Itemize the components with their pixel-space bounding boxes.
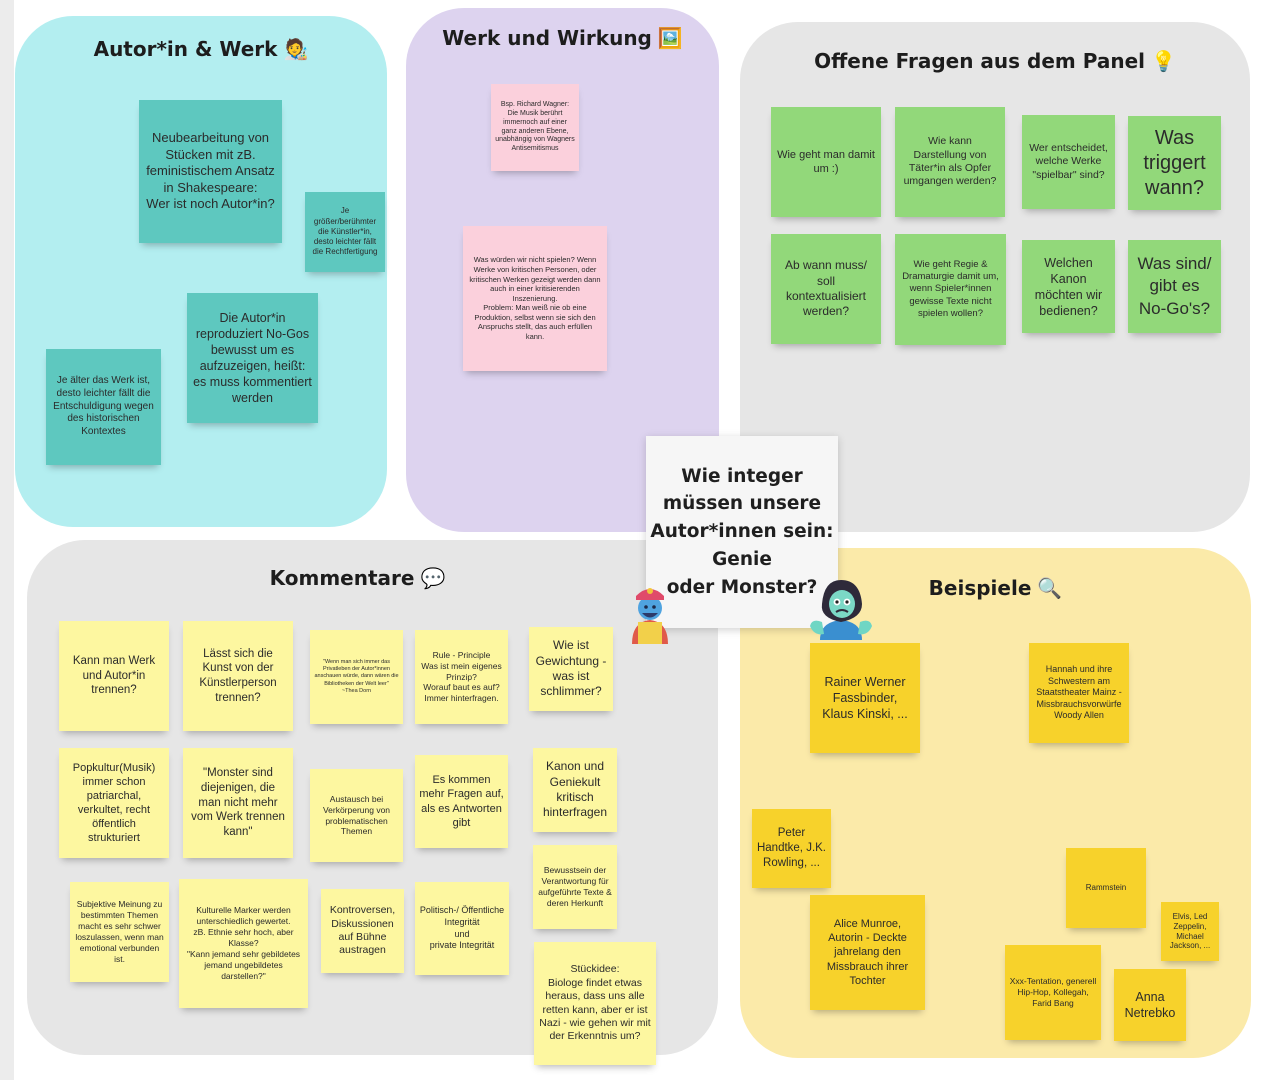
sticky-note[interactable]: Austausch bei Verkörperung von problemat… [310,769,403,862]
sticky-note[interactable]: Stückidee: Biologe findet etwas heraus, … [534,942,656,1065]
sticky-note[interactable]: Kann man Werk und Autor*in trennen? [59,621,169,731]
sticky-note[interactable]: Neubearbeitung von Stücken mit zB. femin… [139,100,282,243]
sticky-note[interactable]: Wie kann Darstellung von Täter*in als Op… [895,107,1005,217]
sticky-note[interactable]: Was triggert wann? [1128,116,1221,210]
sticky-note[interactable]: Kontroversen, Diskussionen auf Bühne aus… [321,889,404,973]
sticky-note[interactable]: Alice Munroe, Autorin - Deckte jahrelang… [810,895,925,1010]
sticky-note[interactable]: Wie geht Regie & Dramaturgie damit um, w… [895,234,1006,345]
section-title-offene-fragen: Offene Fragen aus dem Panel💡 [814,49,1176,73]
sticky-note[interactable]: Was würden wir nicht spielen? Wenn Werke… [463,226,607,371]
sticky-note[interactable]: "Monster sind diejenigen, die man nicht … [183,748,293,858]
section-title-kommentare: Kommentare💬 [269,566,446,590]
artist-icon: 🧑‍🎨 [283,37,309,61]
board-title-card[interactable]: Wie integer müssen unsere Autor*innen se… [646,436,838,628]
sticky-note[interactable]: Anna Netrebko [1114,969,1186,1041]
sticky-note[interactable]: Peter Handtke, J.K. Rowling, ... [752,809,831,888]
sticky-note[interactable]: Was sind/ gibt es No-Go's? [1128,240,1221,333]
sticky-note[interactable]: Wie geht man damit um :) [771,107,881,217]
sticky-note[interactable]: Ab wann muss/ soll kontextualisiert werd… [771,234,881,344]
sticky-note[interactable]: Je größer/berühmter die Künstler*in, des… [305,192,385,272]
sticky-note[interactable]: Politisch-/ Öffentliche Integrität und p… [415,882,509,975]
section-title-beispiele: Beispiele🔍 [928,576,1063,600]
lightbulb-icon: 💡 [1151,49,1176,73]
sticky-note[interactable]: "Wenn man sich immer das Privatleben der… [310,630,403,724]
picture-icon: 🖼️ [657,26,683,50]
sticky-note[interactable]: Es kommen mehr Fragen auf, als es Antwor… [415,755,508,848]
sticky-note[interactable]: Die Autor*in reproduziert No-Gos bewusst… [187,293,318,423]
magnifier-icon: 🔍 [1037,576,1063,600]
sticky-note[interactable]: Rammstein [1066,848,1146,928]
sticky-note[interactable]: Rule - Principle Was ist mein eigenes Pr… [415,630,508,724]
sticky-note[interactable]: Bewusstsein der Verantwortung für aufgef… [533,845,617,929]
sticky-note[interactable]: Rainer Werner Fassbinder, Klaus Kinski, … [810,643,920,753]
sticky-note[interactable]: Kanon und Geniekult kritisch hinterfrage… [533,748,617,832]
section-title-werk-wirkung: Werk und Wirkung🖼️ [442,26,683,50]
sticky-note[interactable]: Je älter das Werk ist, desto leichter fä… [46,349,161,465]
genie-figure-icon [632,588,668,644]
speech-bubble-icon: 💬 [420,566,446,590]
sticky-note[interactable]: Wie ist Gewichtung - was ist schlimmer? [529,627,613,711]
sticky-note[interactable]: Hannah und ihre Schwestern am Staatsthea… [1029,643,1129,743]
sticky-note[interactable]: Wer entscheidet, welche Werke "spielbar"… [1022,115,1115,209]
sticky-note[interactable]: Welchen Kanon möchten wir bedienen? [1022,240,1115,333]
sticky-note[interactable]: Popkultur(Musik) immer schon patriarchal… [59,748,169,858]
sticky-note[interactable]: Subjektive Meinung zu bestimmten Themen … [70,882,169,982]
sticky-note[interactable]: Xxx-Tentation, generell Hip-Hop, Kollega… [1005,945,1101,1040]
sticky-note[interactable]: Kulturelle Marker werden unterschiedlich… [179,879,308,1008]
sticky-note[interactable]: Elvis, Led Zeppelin, Michael Jackson, ..… [1161,902,1219,961]
sticky-note[interactable]: Bsp. Richard Wagner: Die Musik berührt i… [491,84,579,171]
sticky-note[interactable]: Lässt sich die Kunst von der Künstlerper… [183,621,293,731]
section-title-autor-werk: Autor*in & Werk🧑‍🎨 [93,37,309,61]
canvas-left-edge [0,0,14,1080]
zombie-figure-icon [810,580,872,640]
